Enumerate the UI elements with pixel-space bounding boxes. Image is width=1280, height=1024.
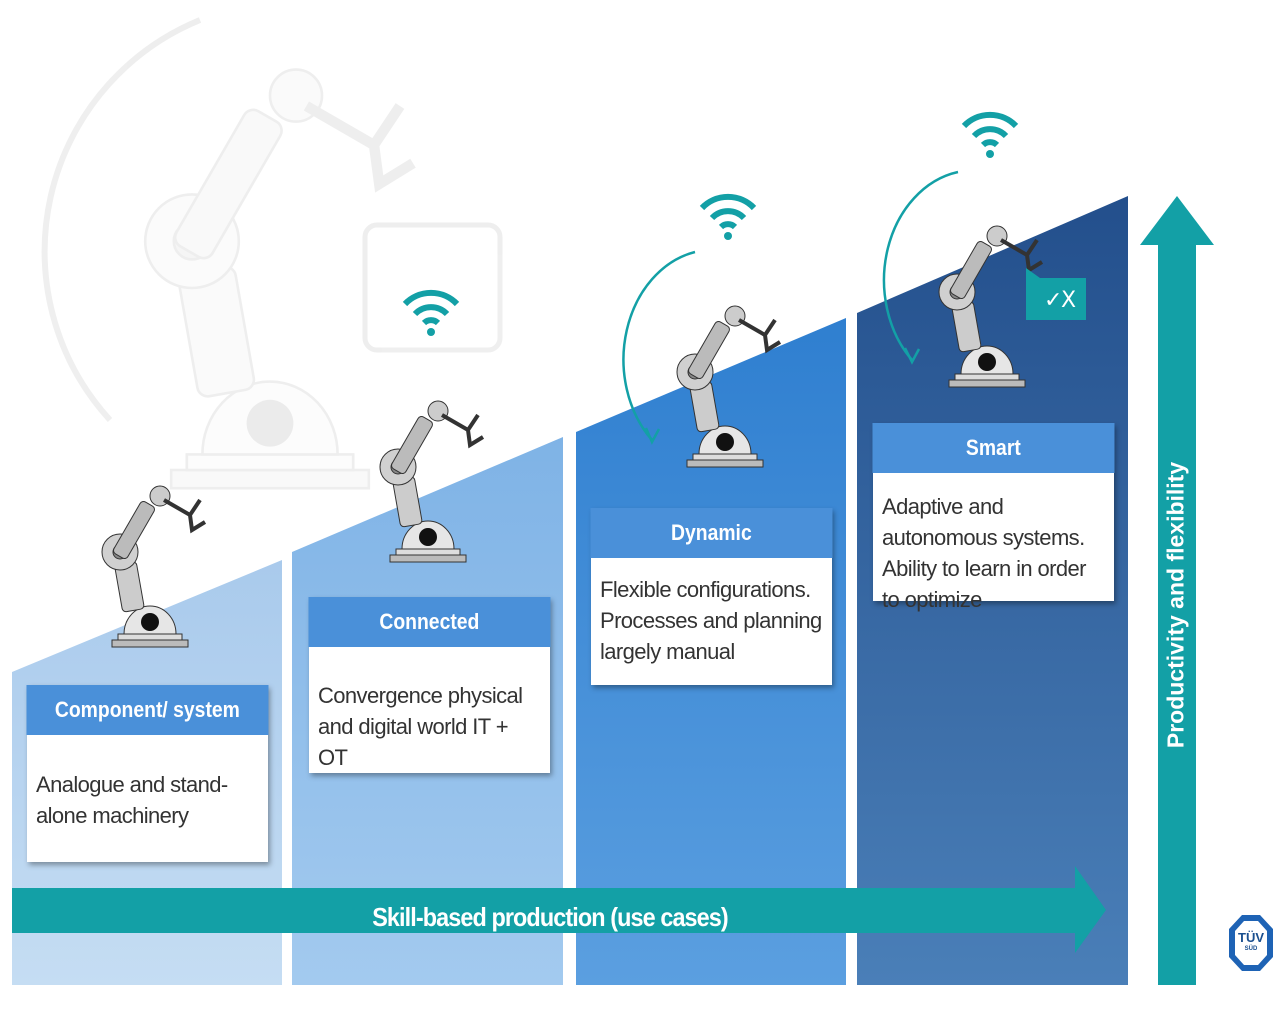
ghost-robot-icon [41,17,503,488]
rotation-arrow-icon [622,250,696,441]
stage-description: Convergence physical and digital world I… [318,683,523,770]
stage-description: Analogue and stand-alone machinery [36,772,228,828]
stage-description: Flexible configurations. Processes and p… [600,577,822,664]
vertical-axis-label: Productivity and flexibility [1162,461,1189,749]
stage-title: Connected [308,597,551,647]
stage-card-dynamic: Dynamic Flexible configurations. Process… [590,508,833,685]
svg-text:✓: ✓ [1044,288,1062,313]
horizontal-arrow [12,866,1106,953]
rotation-arrow-icon [882,170,959,361]
wifi-icon [702,197,754,240]
vertical-arrow [1140,196,1214,985]
wifi-icon [405,293,457,336]
stage-card-smart: Smart Adaptive and autonomous systems. A… [872,423,1115,612]
stage-title: Dynamic [590,508,833,558]
stage-card-connected: Connected Convergence physical and digit… [308,597,551,773]
stage-title: Component/ system [26,685,269,735]
tuv-logo: TÜV SÜD [1228,913,1274,973]
stage-description: Adaptive and autonomous systems. Ability… [882,494,1086,612]
stage-card-component: Component/ system Analogue and stand-alo… [26,685,269,862]
check-cross-badge-icon: ✓ X [1026,268,1086,320]
wifi-icon [964,115,1016,158]
horizontal-axis-label: Skill-based production (use cases) [372,902,729,932]
stage-title: Smart [872,423,1115,473]
svg-text:X: X [1061,288,1076,313]
